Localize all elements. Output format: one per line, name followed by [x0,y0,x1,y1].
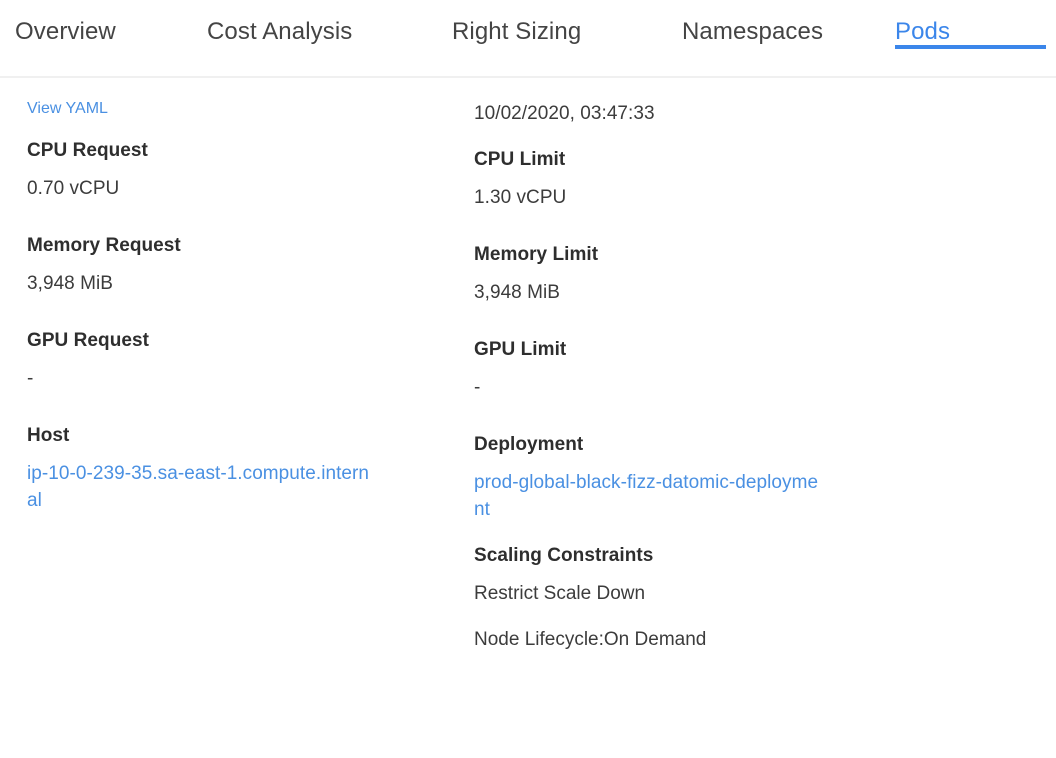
tab-pods-label: Pods [895,18,951,45]
cpu-limit-label: CPU Limit [474,149,566,170]
tab-right-sizing[interactable]: Right Sizing [452,17,632,47]
tab-pods[interactable]: Pods [895,17,1046,49]
cpu-request-value: 0.70 vCPU [27,178,120,199]
memory-request-label: Memory Request [27,235,181,256]
deployment-link[interactable]: prod-global-black-fizz-datomic-deploymen… [474,472,819,520]
host-label: Host [27,425,70,446]
detail-column-left: View YAML CPU Request 0.70 vCPU Memory R… [0,78,465,673]
tab-cost-analysis-label: Cost Analysis [207,18,353,45]
field-gpu-limit: GPU Limit - [474,337,965,401]
field-scaling-constraints: Scaling Constraints Restrict Scale Down … [474,543,965,653]
field-gpu-request: GPU Request - [27,328,465,392]
memory-request-value: 3,948 MiB [27,273,113,294]
field-memory-limit: Memory Limit 3,948 MiB [474,242,965,306]
pod-detail-panel: View YAML CPU Request 0.70 vCPU Memory R… [0,78,1056,673]
tab-overview-label: Overview [15,18,116,45]
cpu-limit-value: 1.30 vCPU [474,187,567,208]
cpu-request-label: CPU Request [27,140,148,161]
pod-timestamp: 10/02/2020, 03:47:33 [474,103,655,124]
tab-overview[interactable]: Overview [15,17,165,47]
field-cpu-request: CPU Request 0.70 vCPU [27,138,465,202]
gpu-limit-label: GPU Limit [474,339,567,360]
view-yaml-link[interactable]: View YAML [27,100,108,117]
field-host: Host ip-10-0-239-35.sa-east-1.compute.in… [27,423,465,514]
tab-right-sizing-label: Right Sizing [452,18,582,45]
scaling-constraint-item: Restrict Scale Down [474,583,646,604]
field-view-yaml: View YAML [27,78,465,118]
scaling-constraint-item: Node Lifecycle:On Demand [474,629,707,650]
gpu-limit-value: - [474,377,481,398]
tab-bar: Overview Cost Analysis Right Sizing Name… [0,0,1056,78]
detail-column-right: 10/02/2020, 03:47:33 CPU Limit 1.30 vCPU… [465,78,965,673]
scaling-constraints-label: Scaling Constraints [474,545,654,566]
gpu-request-label: GPU Request [27,330,149,351]
field-deployment: Deployment prod-global-black-fizz-datomi… [474,432,965,523]
deployment-label: Deployment [474,434,584,455]
active-tab-indicator [895,45,1046,49]
tab-namespaces-label: Namespaces [682,18,824,45]
field-timestamp: 10/02/2020, 03:47:33 [474,78,965,127]
tab-cost-analysis[interactable]: Cost Analysis [207,17,397,47]
memory-limit-label: Memory Limit [474,244,599,265]
field-memory-request: Memory Request 3,948 MiB [27,233,465,297]
field-cpu-limit: CPU Limit 1.30 vCPU [474,147,965,211]
tab-namespaces[interactable]: Namespaces [682,17,862,47]
memory-limit-value: 3,948 MiB [474,282,560,303]
host-link[interactable]: ip-10-0-239-35.sa-east-1.compute.interna… [27,463,370,511]
gpu-request-value: - [27,368,34,389]
